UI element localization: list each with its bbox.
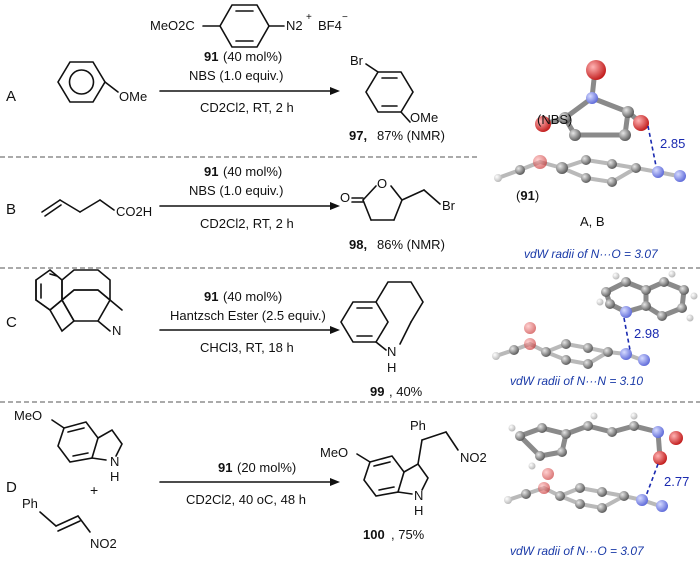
crystal-structure-d: 2.77 vdW radii of N···O = 3.07 — [504, 412, 689, 558]
catalyst-loading-a: (40 mol%) — [223, 49, 282, 64]
catalyst-91-structure: MeO2C N2 + BF4 − — [150, 4, 348, 48]
product-id-97: 97, — [349, 128, 367, 143]
conditions-b: CD2Cl2, RT, 2 h — [200, 216, 294, 231]
bromolactone-structure: O O Br — [340, 176, 456, 221]
crystal-cat-id: 91 — [520, 188, 534, 203]
diazonium-label: N2 — [286, 18, 303, 33]
contact-distance-d: 2.77 — [664, 474, 689, 489]
carboxyl-label: CO2H — [116, 204, 152, 219]
vdw-note-d: vdW radii of N···O = 3.07 — [510, 544, 645, 558]
bromoanisole-structure: Br OMe — [350, 53, 438, 125]
anisole-structure: OMe — [57, 61, 147, 104]
row-c: C N 91 (40 mol%) Hantzsch Ester (2.5 equ… — [6, 268, 424, 399]
bromo-label: Br — [350, 53, 364, 68]
pentenoic-acid-structure: CO2H — [41, 199, 152, 219]
charge-label: + — [306, 12, 312, 23]
reagent-a: NBS (1.0 equiv.) — [189, 68, 283, 83]
contact-line-d — [645, 463, 659, 497]
product-n-label: N — [414, 488, 423, 503]
carbonyl-o-label: O — [340, 190, 350, 205]
quinoline-n-label: N — [112, 323, 121, 338]
reagent-c: Hantzsch Ester (2.5 equiv.) — [170, 308, 326, 323]
nitrostyrene-ph-label: Ph — [22, 496, 38, 511]
crystal-structure-ab: (NBS) 2.85 (91) A, — [494, 60, 686, 261]
nbs-ball-stick — [535, 60, 649, 141]
nitrostyrene-structure: Ph NO2 — [22, 496, 117, 551]
product-id-100: 100 — [363, 527, 385, 542]
catalyst-91-ball-stick-d — [504, 468, 668, 513]
product-100-structure: MeO N H Ph NO2 — [320, 418, 487, 518]
yield-c: , 40% — [389, 384, 423, 399]
row-d: D MeO N H + Ph NO2 91 (20 mol%) CD2Cl2, … — [6, 408, 487, 551]
product-id-98: 98, — [349, 237, 367, 252]
vdw-note-ab: vdW radii of N···O = 3.07 — [524, 247, 659, 261]
ring-o-label: O — [377, 176, 387, 191]
conditions-c: CHCl3, RT, 18 h — [200, 340, 294, 355]
catalyst-id-c: 91 — [204, 289, 218, 304]
quinoline-structure: N — [35, 268, 123, 338]
thq-n-label: N — [387, 344, 396, 359]
row-letter-c: C — [6, 314, 17, 331]
methoxy-label: OMe — [119, 89, 147, 104]
crystal-caption-ab: A, B — [580, 214, 605, 229]
contact-line-ab — [647, 125, 657, 167]
product-ph-label: Ph — [410, 418, 426, 433]
product-id-99: 99 — [370, 384, 384, 399]
catalyst-loading-c: (40 mol%) — [223, 289, 282, 304]
nbs-label: (NBS) — [537, 112, 572, 127]
indole-h-label: H — [110, 469, 119, 484]
crystal-cat-label: (91) — [516, 188, 539, 203]
catalyst-91-ball-stick-c — [492, 322, 650, 369]
catalyst-id-b: 91 — [204, 164, 218, 179]
catalyst-id-a: 91 — [204, 49, 218, 64]
yield-a: 87% (NMR) — [377, 128, 445, 143]
yield-b: 86% (NMR) — [377, 237, 445, 252]
product-methoxy-label-d: MeO — [320, 445, 348, 460]
bromo-label-b: Br — [442, 198, 456, 213]
product-h-label: H — [414, 503, 423, 518]
quinoline-ball-stick — [596, 270, 698, 322]
row-a: A OMe 91 (40 mol%) NBS (1.0 equiv.) CD2C… — [6, 49, 445, 143]
yield-d: , 75% — [391, 527, 425, 542]
indole-methoxy-label: MeO — [14, 408, 42, 423]
catalyst-loading-b: (40 mol%) — [223, 164, 282, 179]
nitrostyrene-ball-stick — [508, 412, 683, 470]
indole-n-label: N — [110, 454, 119, 469]
reagent-b: NBS (1.0 equiv.) — [189, 183, 283, 198]
contact-distance-ab: 2.85 — [660, 136, 685, 151]
crystal-structure-c: 2.98 vdW radii of N···N = 3.10 — [492, 270, 698, 388]
row-letter-a: A — [6, 88, 16, 105]
vdw-note-c: vdW radii of N···N = 3.10 — [510, 374, 643, 388]
row-b: B CO2H 91 (40 mol%) NBS (1.0 equiv.) CD2… — [6, 164, 456, 252]
catalyst-loading-d: (20 mol%) — [237, 460, 296, 475]
methoxyindole-structure: MeO N H — [14, 408, 123, 484]
counterion-label: BF4 — [318, 18, 342, 33]
counterion-charge: − — [342, 12, 348, 23]
product-no2-label: NO2 — [460, 450, 487, 465]
tetrahydroquinoline-structure: N H — [340, 281, 424, 375]
conditions-d: CD2Cl2, 40 oC, 48 h — [186, 492, 306, 507]
plus-sign: + — [90, 482, 98, 498]
contact-distance-c: 2.98 — [634, 326, 659, 341]
row-letter-b: B — [6, 201, 16, 218]
conditions-a: CD2Cl2, RT, 2 h — [200, 100, 294, 115]
catalyst-91-ball-stick — [494, 155, 686, 187]
ester-group-label: MeO2C — [150, 18, 195, 33]
catalyst-id-d: 91 — [218, 460, 232, 475]
product-methoxy-label: OMe — [410, 110, 438, 125]
row-letter-d: D — [6, 479, 17, 496]
nitrostyrene-no2-label: NO2 — [90, 536, 117, 551]
contact-line-c — [623, 317, 631, 351]
thq-h-label: H — [387, 360, 396, 375]
